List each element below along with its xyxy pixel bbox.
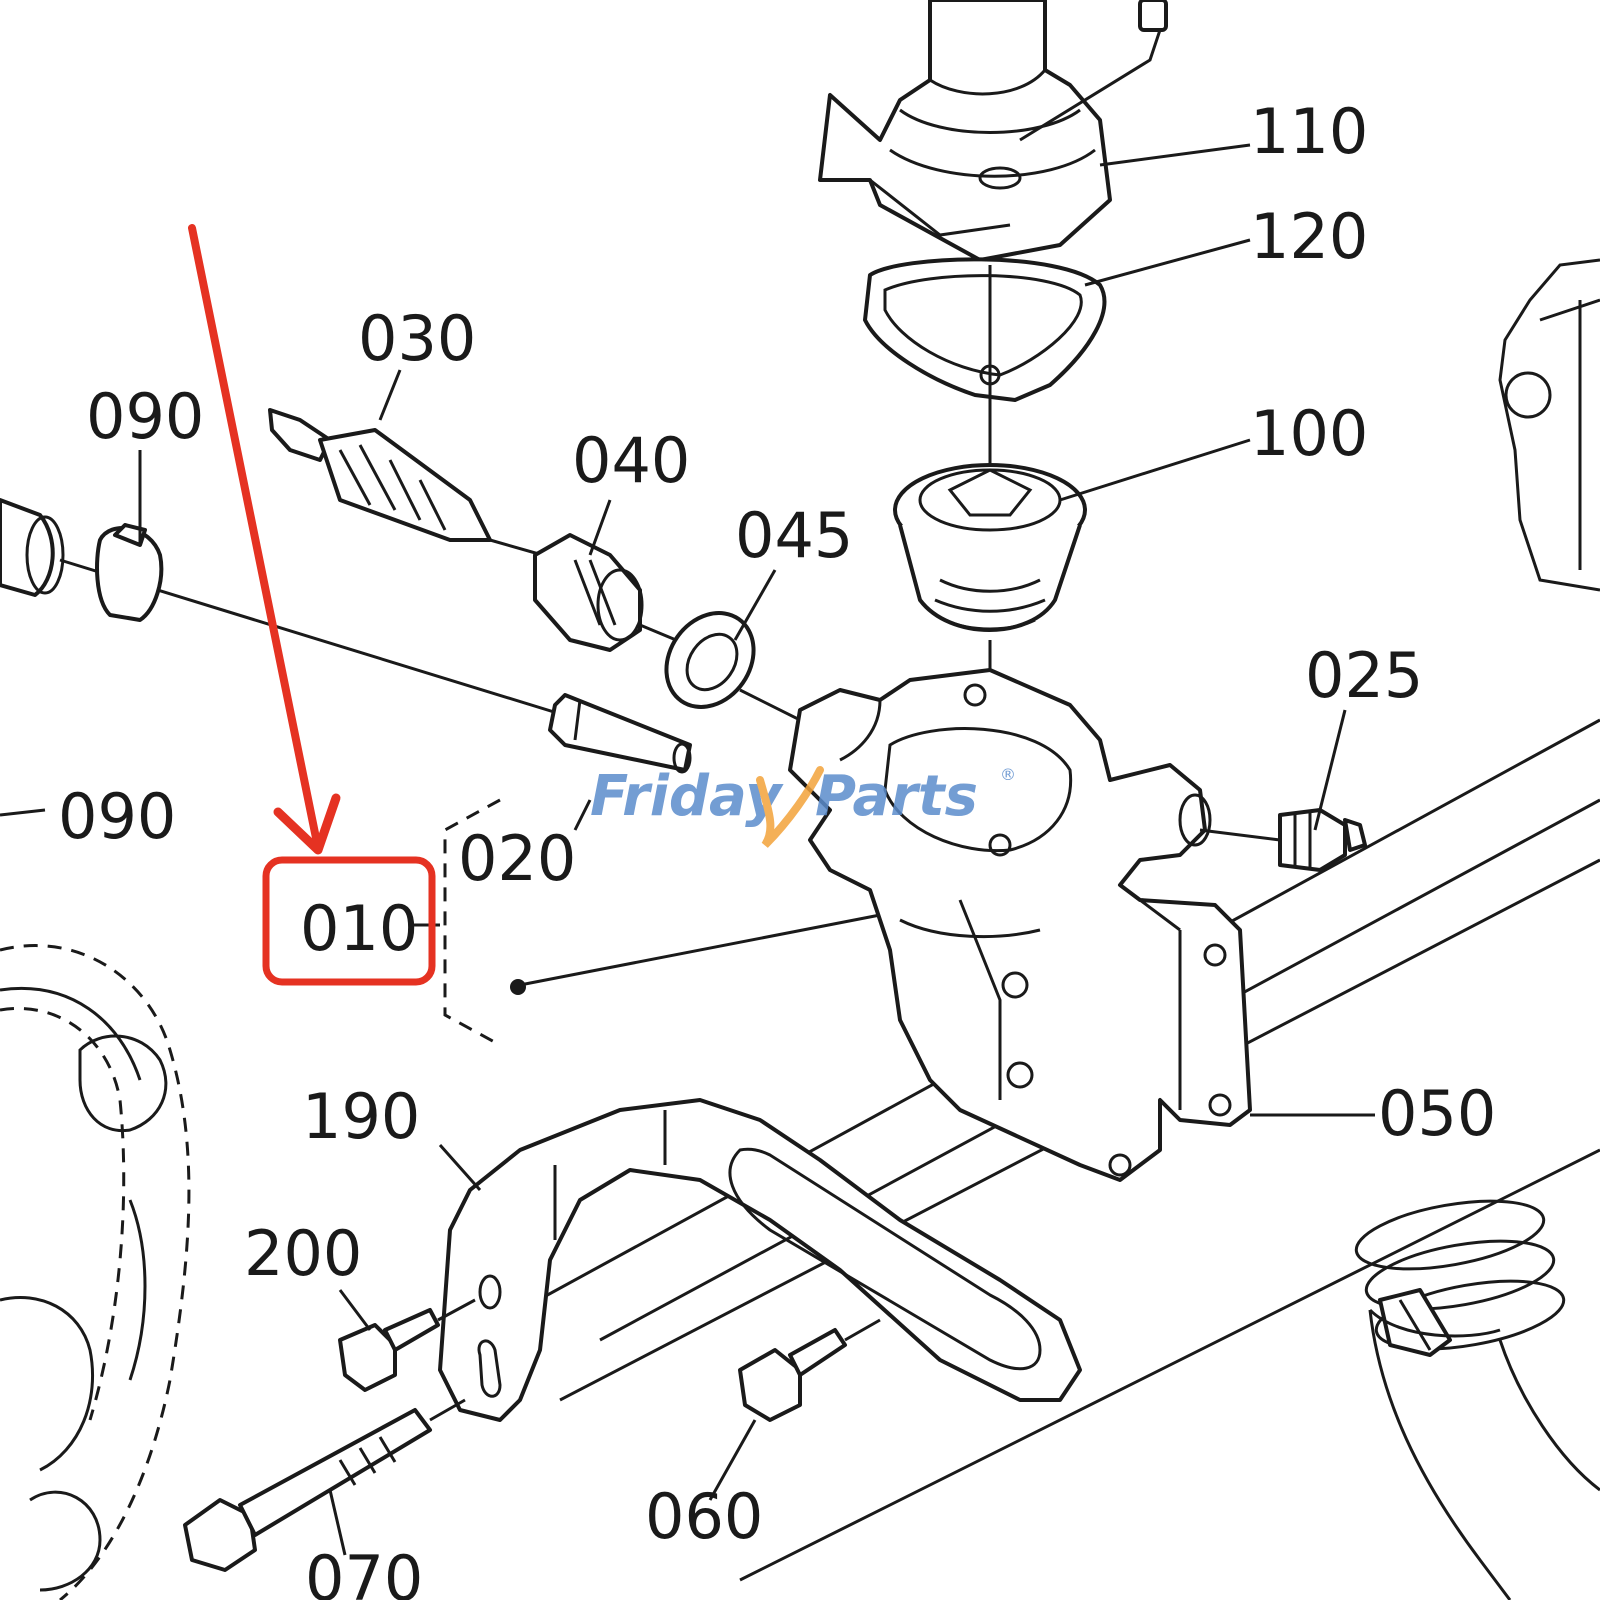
highlight-box-010 <box>262 856 436 986</box>
part-200-bolt <box>338 1298 476 1392</box>
part-060-bolt <box>738 1318 881 1422</box>
red-arrow-indicator <box>188 224 341 855</box>
watermark-registered-mark: ® <box>1000 765 1016 784</box>
label-070: 070 <box>305 1542 423 1600</box>
label-100: 100 <box>1250 397 1368 470</box>
label-090-lower: 090 <box>58 780 176 853</box>
part-045-washer <box>664 611 821 732</box>
part-190-bracket <box>438 1098 1082 1422</box>
part-020-pipe <box>548 693 692 774</box>
label-040: 040 <box>572 424 690 497</box>
watermark-logo: Friday Parts ® <box>590 764 1016 848</box>
part-070-bolt <box>183 1398 466 1572</box>
label-090-upper: 090 <box>86 380 204 453</box>
hose-clamp <box>1354 1199 1566 1357</box>
label-120: 120 <box>1250 200 1368 273</box>
label-020: 020 <box>458 822 576 895</box>
label-030: 030 <box>358 302 476 375</box>
leader-lines <box>0 143 1375 1556</box>
part-120-gasket <box>863 257 1107 470</box>
part-090-tube <box>0 498 581 722</box>
label-190: 190 <box>302 1080 420 1153</box>
watermark-word-1: Friday <box>590 764 784 829</box>
engine-block-outline <box>1498 258 1600 592</box>
part-010-housing <box>788 668 1252 1182</box>
part-030-sender <box>268 408 561 562</box>
part-025-plug <box>1199 808 1367 872</box>
watermark-swoosh <box>756 766 824 848</box>
label-200: 200 <box>244 1217 362 1290</box>
part-110-thermostat-cover <box>818 0 1168 262</box>
engine-cover-outline <box>0 944 191 1600</box>
part-090-clamp <box>95 523 164 622</box>
label-110: 110 <box>1250 95 1368 168</box>
part-labels: 110 120 030 090 040 100 045 025 090 020 … <box>58 95 1496 1600</box>
label-060: 060 <box>645 1480 763 1553</box>
label-045: 045 <box>735 499 853 572</box>
part-040-adapter <box>533 533 701 652</box>
part-100-thermostat <box>893 463 1087 800</box>
label-025: 025 <box>1305 639 1423 712</box>
watermark-word-2: Parts <box>815 764 978 829</box>
hose <box>1368 1308 1600 1600</box>
label-050: 050 <box>1378 1077 1496 1150</box>
group-bracket-010 <box>443 798 501 1047</box>
label-010: 010 <box>300 892 418 965</box>
